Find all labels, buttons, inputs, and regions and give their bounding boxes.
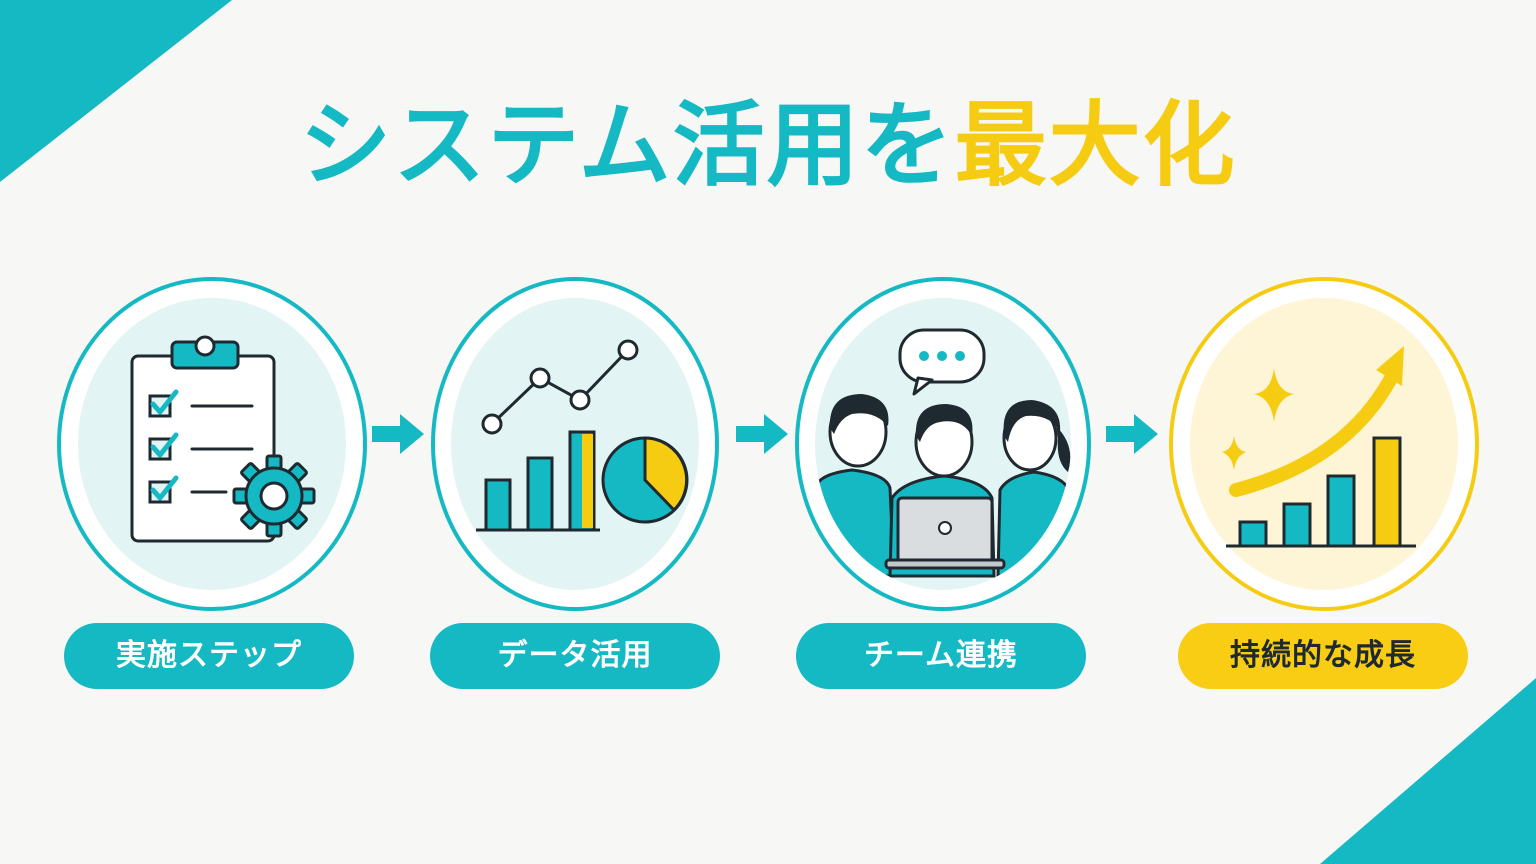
speech-bubble-icon (898, 328, 986, 396)
corner-triangle-bottom-right (1320, 678, 1536, 864)
laptop-icon (884, 496, 1006, 570)
step-3-label: チーム連携 (796, 623, 1086, 689)
step-4-circle (1168, 276, 1480, 612)
step-2-label: データ活用 (430, 623, 720, 689)
arrow-right-icon (372, 414, 424, 454)
title-accent: 最大化 (954, 92, 1237, 199)
sparkle-icon (1222, 368, 1294, 470)
page-title: システム活用を最大化 (0, 86, 1536, 206)
corner-triangle-top-left (0, 0, 232, 182)
step-1-circle (56, 276, 368, 612)
arrow-right-icon (736, 414, 788, 454)
arrow-right-icon (1106, 414, 1158, 454)
data-charts-icon (476, 339, 689, 532)
growth-chart-icon (1222, 346, 1416, 548)
step-3-circle (794, 276, 1092, 612)
title-main: システム活用を (299, 92, 955, 199)
team-collaboration-icon (815, 328, 1071, 578)
step-2-circle (430, 276, 720, 612)
step-4-label: 持続的な成長 (1178, 623, 1468, 689)
step-1-label: 実施ステップ (64, 623, 354, 689)
clipboard-gear-icon (130, 335, 316, 543)
